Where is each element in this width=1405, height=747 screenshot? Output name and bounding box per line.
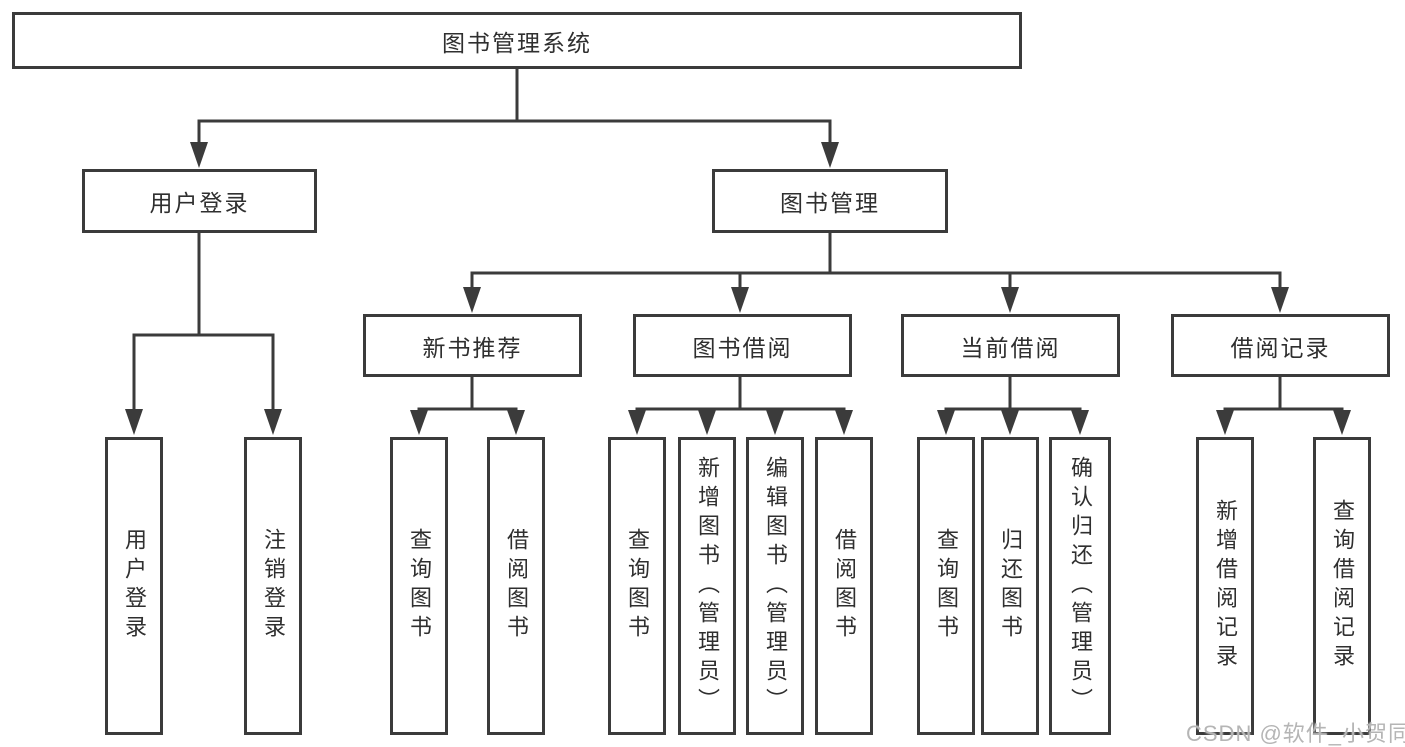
arrowhead [264,409,282,435]
connector-borrow-record-children [1216,377,1351,435]
node-label: 用户登录 [122,528,147,644]
node-label: 图书管理 [780,190,880,216]
node-user-login: 用户登录 [82,169,317,233]
leaf-borrow-book-1: 借阅图书 [487,437,545,735]
node-label: 借阅记录 [1230,334,1331,361]
connector-current-borrow-children [937,377,1089,435]
node-label: 归还图书 [998,528,1023,644]
node-label: 查询图书 [934,528,959,644]
connector-user-login-children [125,233,282,435]
leaf-add-borrow-record: 新增借阅记录 [1196,437,1254,735]
node-label: 图书管理系统 [442,29,592,56]
node-label: 查询图书 [407,528,432,644]
connector-new-book-children [410,377,525,435]
leaf-query-borrow-record: 查询借阅记录 [1313,437,1371,735]
node-label: 查询借阅记录 [1330,499,1355,673]
leaf-return-book: 归还图书 [981,437,1039,735]
leaf-confirm-return-admin: 确认归还（管理员） [1049,437,1111,735]
node-label: 新书推荐 [422,334,523,361]
connector-book-borrow-children [628,377,853,435]
node-label: 注销登录 [261,528,286,644]
leaf-borrow-book-2: 借阅图书 [815,437,873,735]
leaf-query-book-3: 查询图书 [917,437,975,735]
arrowhead [1333,410,1351,435]
arrowhead [835,410,853,435]
arrowhead [821,142,839,168]
leaf-logout: 注销登录 [244,437,302,735]
node-book-borrow: 图书借阅 [633,314,852,377]
arrowhead [1001,287,1019,313]
arrowhead [698,410,716,435]
arrowhead [190,142,208,168]
node-label: 确认归还（管理员） [1068,455,1093,717]
node-label: 查询图书 [625,528,650,644]
csdn-watermark: CSDN @软件_小贺同学 [1186,721,1405,746]
connector-root-to-level2 [190,68,839,168]
node-label: 用户登录 [149,190,250,216]
node-label: 当前借阅 [960,334,1061,361]
arrowhead [1071,410,1089,435]
arrowhead [463,287,481,313]
leaf-edit-book-admin: 编辑图书（管理员） [746,437,804,735]
arrowhead [766,410,784,435]
arrowhead [1271,287,1289,313]
leaf-user-login: 用户登录 [105,437,163,735]
arrowhead [125,409,143,435]
node-label: 借阅图书 [832,528,857,644]
connector-book-mgmt-children [463,233,1289,313]
arrowhead [507,410,525,435]
node-current-borrow: 当前借阅 [901,314,1120,377]
node-label: 新增图书（管理员） [695,455,720,717]
leaf-add-book-admin: 新增图书（管理员） [678,437,736,735]
node-label: 编辑图书（管理员） [763,455,788,717]
arrowhead [1001,410,1019,435]
node-label: 借阅图书 [504,528,529,644]
arrowhead [731,287,749,313]
node-label: 图书借阅 [692,334,793,361]
arrowhead [628,410,646,435]
node-borrow-record: 借阅记录 [1171,314,1390,377]
node-root-system: 图书管理系统 [12,12,1022,69]
leaf-query-book-1: 查询图书 [390,437,448,735]
node-new-book-recommend: 新书推荐 [363,314,582,377]
leaf-query-book-2: 查询图书 [608,437,666,735]
arrowhead [1216,410,1234,435]
arrowhead [410,410,428,435]
node-label: 新增借阅记录 [1213,499,1238,673]
arrowhead [937,410,955,435]
node-book-management: 图书管理 [712,169,948,233]
